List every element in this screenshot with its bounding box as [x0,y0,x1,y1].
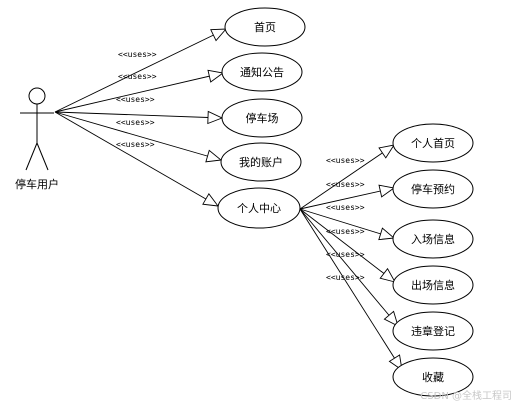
use-case-center-ellipse [217,187,301,229]
use-case-center-label: 个人中心 [237,202,281,215]
use-case-home-label: 首页 [254,20,276,34]
edge-entry-arrowhead [378,227,396,241]
edge-personal-home: <<uses>> [299,144,395,210]
center-associations: <<uses>> <<uses>> <<uses>> <<uses>> <<uses>>… [299,144,403,371]
use-case-parking-label: 停车场 [246,111,279,125]
edge-reserve-stereotype: <<uses>> [326,180,365,189]
use-case-personal-home-ellipse [392,123,474,163]
use-case-exit-ellipse [392,265,474,305]
use-case-notice-ellipse [221,52,303,92]
edge-center-stereotype: <<uses>> [116,140,155,149]
use-case-violation-label: 违章登记 [411,324,455,338]
use-case-violation-ellipse [392,311,474,351]
edge-notice-arrowhead [207,69,225,83]
use-case-exit[interactable]: 出场信息 [392,265,474,305]
use-case-exit-label: 出场信息 [411,278,455,292]
use-case-account-ellipse [220,142,302,182]
edge-home-line [54,28,227,113]
actor-associations: <<uses>> <<uses>> <<uses>> <<uses>> <<uses>> [54,28,228,207]
edge-center: <<uses>> [54,111,219,207]
edge-center-arrowhead [202,192,219,207]
use-case-reserve-ellipse [392,169,474,209]
edge-account-arrowhead [205,149,223,163]
use-case-favorite-label: 收藏 [422,370,444,384]
edge-violation: <<uses>> [299,208,399,327]
edge-exit-arrowhead [379,267,396,283]
edge-notice-line [54,72,224,113]
use-case-reserve[interactable]: 停车预约 [392,169,474,209]
edge-parking: <<uses>> [54,95,224,125]
edge-exit: <<uses>> [299,208,396,283]
edge-favorite-line [299,208,403,371]
edge-exit-line [299,208,396,283]
edge-account-line [54,111,222,161]
edge-favorite: <<uses>> [299,208,403,371]
use-case-center[interactable]: 个人中心 [217,187,301,229]
edge-favorite-stereotype: <<uses>> [326,273,365,282]
edge-reserve-line [299,187,395,210]
use-case-home-ellipse [224,7,306,47]
use-case-favorite[interactable]: 收藏 [392,357,474,397]
actor-label: 停车用户 [15,177,59,191]
edge-notice-stereotype: <<uses>> [118,72,157,81]
use-case-personal-home-label: 个人首页 [411,136,455,150]
actor-left-leg [25,142,38,171]
edge-entry: <<uses>> [299,203,396,241]
edge-violation-line [299,208,399,327]
use-case-account-label: 我的账户 [239,155,283,169]
edge-favorite-arrowhead [388,354,403,371]
edge-violation-stereotype: <<uses>> [326,250,365,259]
edge-personal-home-arrowhead [378,144,395,159]
edge-parking-stereotype: <<uses>> [116,95,155,104]
edge-entry-line [299,208,395,239]
use-case-parking-ellipse [221,98,303,138]
edge-notice: <<uses>> [54,69,225,113]
edge-violation-arrowhead [383,310,399,327]
use-case-account[interactable]: 我的账户 [220,142,302,182]
actor-figure [20,87,54,171]
use-case-entry-label: 入场信息 [411,232,455,246]
edge-exit-stereotype: <<uses>> [326,227,365,236]
edge-reserve-arrowhead [378,184,396,198]
use-case-personal-home[interactable]: 个人首页 [392,123,474,163]
edge-parking-line [54,111,223,119]
use-case-notice[interactable]: 通知公告 [221,52,303,92]
edge-home-arrowhead [210,28,228,42]
edge-parking-arrowhead [207,110,224,125]
use-case-violation[interactable]: 违章登记 [392,311,474,351]
use-case-favorite-ellipse [392,357,474,397]
edge-home-stereotype: <<uses>> [118,50,157,59]
actor-right-leg [36,142,49,171]
use-case-entry[interactable]: 入场信息 [392,219,474,259]
edge-account: <<uses>> [54,111,223,163]
edge-account-stereotype: <<uses>> [116,118,155,127]
use-case-entry-ellipse [392,219,474,259]
edge-center-line [54,111,219,207]
edge-personal-home-line [299,144,395,210]
use-case-notice-label: 通知公告 [240,65,284,79]
use-case-parking[interactable]: 停车场 [221,98,303,138]
actor-head [28,87,46,105]
edge-personal-home-stereotype: <<uses>> [326,156,365,165]
edge-reserve: <<uses>> [299,180,396,210]
watermark: CSDN @全栈工程司 [420,389,512,402]
edge-home: <<uses>> [54,28,228,113]
edge-entry-stereotype: <<uses>> [326,203,365,212]
use-case-reserve-label: 停车预约 [411,182,455,196]
use-case-home[interactable]: 首页 [224,7,306,47]
